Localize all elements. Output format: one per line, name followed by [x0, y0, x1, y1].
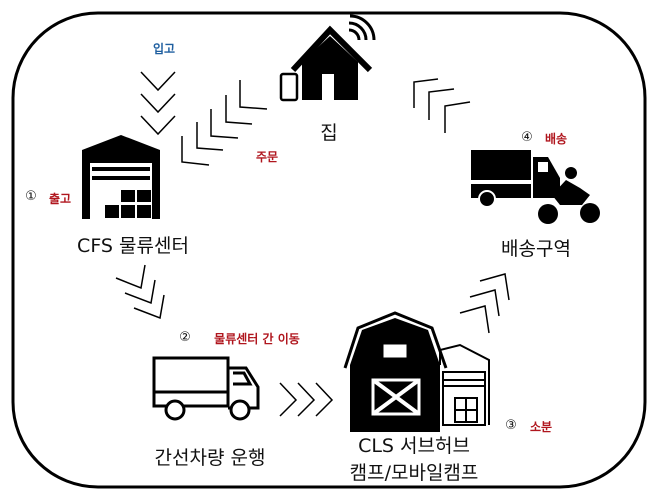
chevron-arrow-icon [413, 78, 471, 133]
chevron-arrow-icon [181, 80, 268, 166]
warehouse-side-icon [439, 343, 490, 426]
step4-note: 배송 [544, 132, 568, 146]
barn-icon [343, 311, 448, 432]
step2-number: ② [179, 330, 191, 345]
linehaul-label: 간선차량 운행 [154, 447, 266, 469]
chevron-arrow-icon [115, 264, 165, 320]
smartphone-icon [279, 72, 299, 102]
step3-number: ③ [505, 418, 517, 433]
chevron-arrow-icon [279, 382, 334, 417]
order-note: 주문 [255, 150, 279, 164]
house-wifi-icon [290, 14, 376, 100]
step1-number: ① [25, 189, 37, 204]
step1-note: 출고 [48, 192, 72, 206]
chevron-arrow-icon [459, 273, 510, 334]
delivery-area-label: 배송구역 [501, 238, 571, 260]
warehouse-icon [82, 135, 160, 219]
home-label: 집 [320, 122, 338, 144]
cls-label-line2: 캠프/모바일캠프 [349, 462, 479, 484]
cfs-label: CFS 물류센터 [77, 235, 189, 257]
step4-number: ④ [521, 130, 533, 145]
step3-note: 소분 [529, 420, 553, 434]
delivery-truck-icon [471, 150, 560, 208]
cycle-frame [11, 11, 647, 489]
truck-outline-icon [152, 356, 260, 421]
inbound-note: 입고 [152, 42, 176, 56]
step2-note: 물류센터 간 이동 [214, 332, 300, 346]
motorcycle-icon [538, 167, 600, 224]
cls-label-line1: CLS 서브허브 [358, 435, 470, 457]
chevron-arrow-icon [140, 71, 176, 136]
